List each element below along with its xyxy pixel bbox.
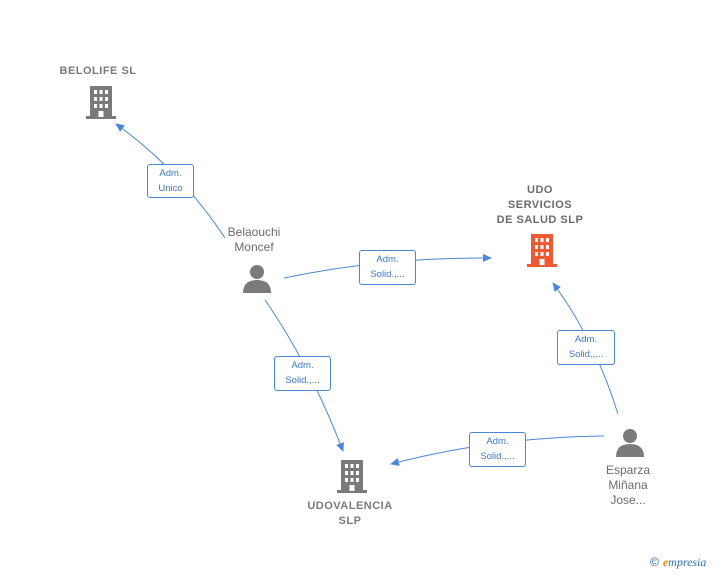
edge-label-adm-solid[interactable]: Adm. Solid.,... [557, 330, 615, 365]
person-icon[interactable] [616, 429, 644, 457]
company-label-belolife[interactable]: BELOLIFE SL [59, 65, 137, 77]
brand-name-rest: mpresia [668, 555, 707, 569]
edge-label-adm-solid[interactable]: Adm. Solid.,... [359, 250, 416, 285]
edge-label-adm-solid[interactable]: Adm. Solid.,... [469, 432, 526, 467]
edge-label-adm-unico[interactable]: Adm. Unico [147, 164, 194, 198]
brand-initial: e [662, 555, 669, 569]
company-label-udovalencia[interactable]: UDOVALENCIA SLP [307, 500, 393, 527]
person-label-esparza[interactable]: Esparza Miñana Jose... [605, 463, 651, 507]
edge-label-adm-solid[interactable]: Adm. Solid.,... [274, 356, 331, 391]
building-icon[interactable] [86, 86, 116, 119]
company-label-udo[interactable]: UDO SERVICIOS DE SALUD SLP [496, 184, 584, 226]
building-icon[interactable] [337, 460, 367, 493]
person-icon[interactable] [243, 265, 271, 293]
building-icon[interactable] [527, 234, 557, 267]
copyright-symbol: © [650, 555, 659, 569]
empresia-logo: ©empresia [650, 555, 706, 570]
person-label-belaouchi[interactable]: Belaouchi Moncef [227, 225, 281, 254]
